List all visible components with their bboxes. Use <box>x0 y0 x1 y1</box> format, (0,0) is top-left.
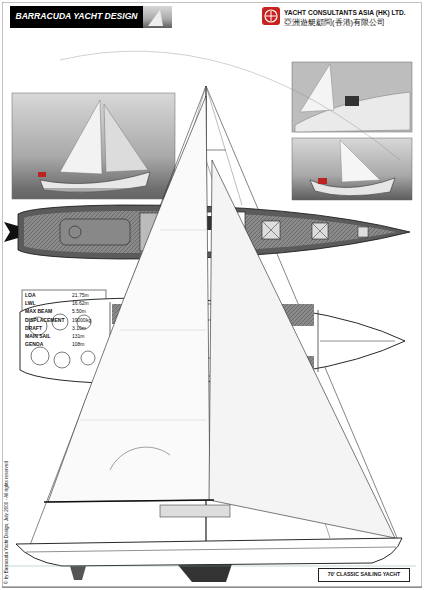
spec-value: 19000kg <box>72 318 91 324</box>
spec-name: LOA <box>25 293 36 299</box>
spec-value: 131m <box>72 334 85 340</box>
spec-value: 5.50m <box>72 309 86 315</box>
spec-name: LWL <box>25 301 36 307</box>
spec-value: 108m <box>72 342 85 348</box>
spec-name: MAX BEAM <box>25 309 52 315</box>
node-text: 70' CLASSIC SAILING YACHT <box>328 572 400 578</box>
spec-value: 21.75m <box>72 293 89 299</box>
spec-value: 3.10m <box>72 326 86 332</box>
spec-value: 16.62m <box>72 301 89 307</box>
spec-name: DRAFT <box>25 326 42 332</box>
spec-name: DISPLACEMENT <box>25 318 64 324</box>
spec-name: MAIN SAIL <box>25 334 51 340</box>
company-name: YACHT CONSULTANTS ASIA (HK) LTD. <box>284 9 406 16</box>
copyright-note: © by Barracuda Yacht Design, July 2000 -… <box>4 461 9 584</box>
title-block: 70' CLASSIC SAILING YACHT <box>318 568 410 582</box>
spec-name: GENOA <box>25 342 43 348</box>
company-logo: BARRACUDA YACHT DESIGN <box>10 6 143 28</box>
node-text: BARRACUDA YACHT DESIGN <box>15 12 137 21</box>
company-name-chinese: 亞洲遊艇顧問(香港)有限公司 <box>284 19 385 27</box>
